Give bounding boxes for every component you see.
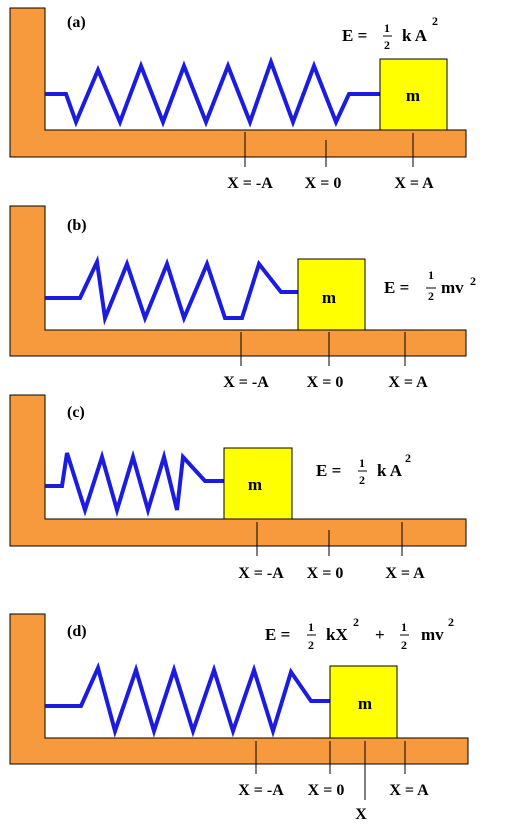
tick-label-plus-a: X = A [385,565,425,582]
spring [45,56,380,128]
tick-label-zero: X = 0 [307,565,344,582]
tick-label-zero: X = 0 [305,175,342,192]
fraction-denominator: 2 [384,38,390,52]
fraction-numerator: 1 [359,456,365,470]
panel-label: (b) [67,217,87,234]
fraction-denominator: 2 [428,289,434,303]
mass-label: m [406,86,420,105]
panel-c: m (c) E = 1 2 k A 2 X = -A X = 0 X = A [9,394,467,582]
mass-label: m [358,694,372,713]
panel-label: (c) [67,404,85,421]
panel-b: m (b) E = 1 2 mv 2 X = -A X = 0 X = A [9,205,476,391]
mass-block [379,58,448,131]
equation-term-2: mv [421,625,444,644]
mass-label: m [322,288,336,307]
wall-floor [9,205,467,357]
equation-exponent: 2 [432,14,438,28]
tick-label-zero: X = 0 [308,782,345,799]
tick-label-minus-a: X = -A [238,782,284,799]
fraction-denominator-2: 2 [401,638,407,652]
tick-label-plus-a: X = A [394,175,434,192]
spring [45,255,298,326]
tick-label-x: X [355,806,367,823]
spring [45,662,330,738]
equation-exponent: 2 [405,451,411,465]
mass-block [223,447,293,520]
wall-floor [9,613,469,765]
equation-term: k A [402,26,428,45]
tick-label-minus-a: X = -A [238,565,284,582]
equation-prefix: E = [316,461,341,480]
tick-label-plus-a: X = A [389,782,429,799]
energy-equation: E = 1 2 k A 2 [342,14,438,52]
equation-term: k A [377,461,403,480]
panel-d: m (d) E = 1 2 kX 2 + 1 2 mv 2 X = -A X =… [9,613,469,823]
mass-block [297,258,366,331]
energy-equation: E = 1 2 mv 2 [384,268,476,303]
mass-label: m [248,475,262,494]
equation-prefix: E = [384,278,409,297]
panel-label: (d) [67,623,87,640]
fraction-numerator-2: 1 [401,620,407,634]
energy-equation: E = 1 2 kX 2 + 1 2 mv 2 [265,615,454,652]
equation-exponent-2: 2 [448,615,454,629]
fraction-denominator: 2 [308,638,314,652]
fraction-numerator: 1 [384,21,390,35]
tick-label-plus-a: X = A [388,374,428,391]
wall-floor [9,394,467,547]
fraction-numerator: 1 [428,268,434,282]
equation-exponent: 2 [353,615,359,629]
panel-label: (a) [67,14,86,31]
mass-block [329,665,398,739]
equation-term: kX [326,625,348,644]
equation-prefix: E = [342,26,367,45]
tick-label-minus-a: X = -A [227,175,273,192]
spring [45,449,224,518]
fraction-numerator: 1 [308,620,314,634]
fraction-denominator: 2 [359,473,365,487]
equation-term: mv [441,278,464,297]
energy-equation: E = 1 2 k A 2 [316,451,411,487]
equation-exponent: 2 [470,274,476,288]
equation-plus: + [375,625,385,644]
wall-floor [9,7,467,158]
equation-prefix: E = [265,625,290,644]
tick-label-minus-a: X = -A [223,374,269,391]
panel-a: m (a) E = 1 2 k A 2 X = -A X = 0 X = A [9,7,467,192]
tick-label-zero: X = 0 [307,374,344,391]
